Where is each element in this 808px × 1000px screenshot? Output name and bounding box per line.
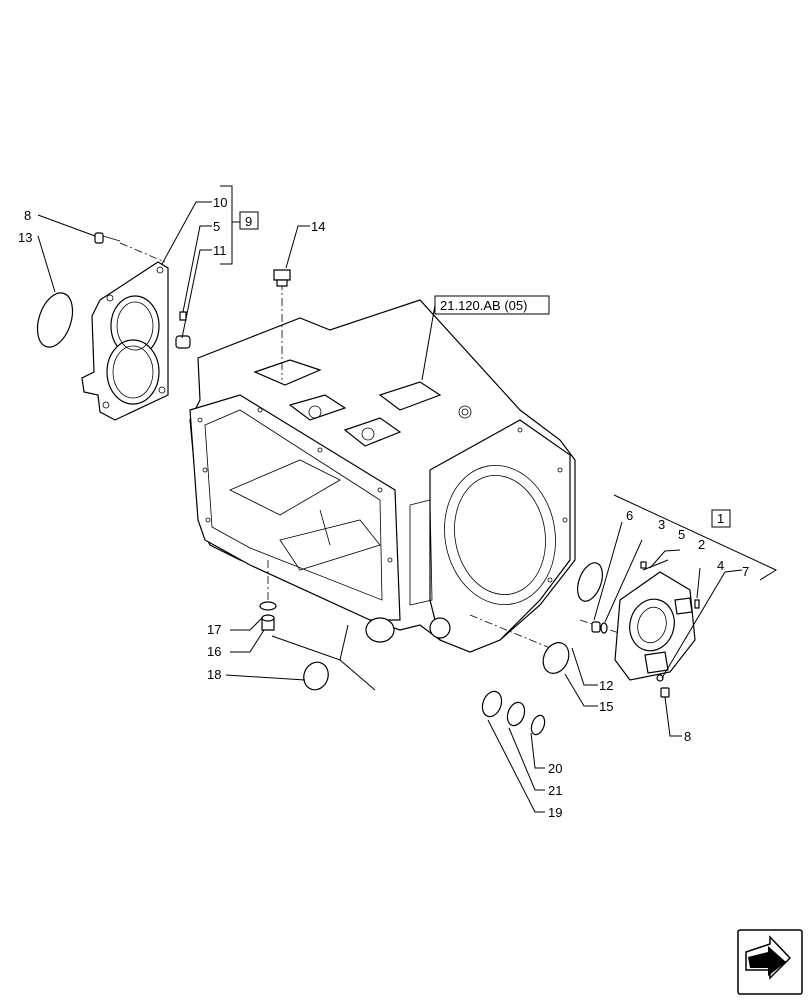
- centerline-left: [119, 242, 166, 263]
- callout-8-right: 8: [684, 729, 691, 744]
- callout-4: 4: [717, 558, 724, 573]
- callout-14: 14: [311, 219, 325, 234]
- o-ring-19: [481, 690, 503, 718]
- callout-21: 21: [548, 783, 562, 798]
- reference-link-21-120-ab-05[interactable]: 21.120.AB (05): [440, 298, 527, 313]
- callout-10: 10: [213, 195, 227, 210]
- callout-9: 9: [245, 214, 252, 229]
- washer-17: [259, 601, 277, 611]
- bolt-8-top: [94, 232, 121, 244]
- callout-20: 20: [548, 761, 562, 776]
- callout-2: 2: [698, 537, 705, 552]
- callout-8-top: 8: [24, 208, 31, 223]
- seal-6: [591, 621, 601, 633]
- transmission-housing: [189, 299, 576, 653]
- pin-4: [694, 599, 700, 609]
- next-page-arrow-icon[interactable]: [737, 929, 803, 995]
- part-7: [656, 674, 664, 682]
- bushing-5: [175, 335, 191, 349]
- callout-box-1: [711, 509, 731, 528]
- callout-11: 11: [213, 243, 227, 258]
- bolt-8-right: [660, 687, 670, 698]
- callout-15: 15: [599, 699, 613, 714]
- o-ring-21: [506, 701, 526, 727]
- callout-7: 7: [742, 564, 749, 579]
- callout-19: 19: [548, 805, 562, 820]
- o-ring-18: [303, 661, 329, 691]
- callout-18: 18: [207, 667, 221, 682]
- callout-17: 17: [207, 622, 221, 637]
- callout-5-left: 5: [213, 219, 220, 234]
- callout-6: 6: [626, 508, 633, 523]
- snap-ring-13: [36, 292, 74, 348]
- callout-3: 3: [658, 517, 665, 532]
- callout-box-ref[interactable]: [434, 295, 550, 315]
- o-ring-3: [600, 622, 608, 634]
- leader-lines: [37, 185, 778, 813]
- callout-1: 1: [717, 511, 724, 526]
- callout-12: 12: [599, 678, 613, 693]
- dowel-5-right: [640, 561, 647, 569]
- callout-13: 13: [18, 230, 32, 245]
- plug-16: [261, 614, 275, 631]
- left-cover-plate: [81, 261, 169, 421]
- o-ring-12: [577, 562, 603, 602]
- dowel-pin-11: [179, 311, 187, 321]
- snap-ring-15: [542, 642, 570, 674]
- pump-cover-assembly: [614, 571, 696, 681]
- callout-16: 16: [207, 644, 221, 659]
- plug-14: [273, 269, 291, 287]
- o-ring-20: [530, 714, 546, 736]
- callout-5-right: 5: [678, 527, 685, 542]
- callout-box-9: [239, 211, 259, 230]
